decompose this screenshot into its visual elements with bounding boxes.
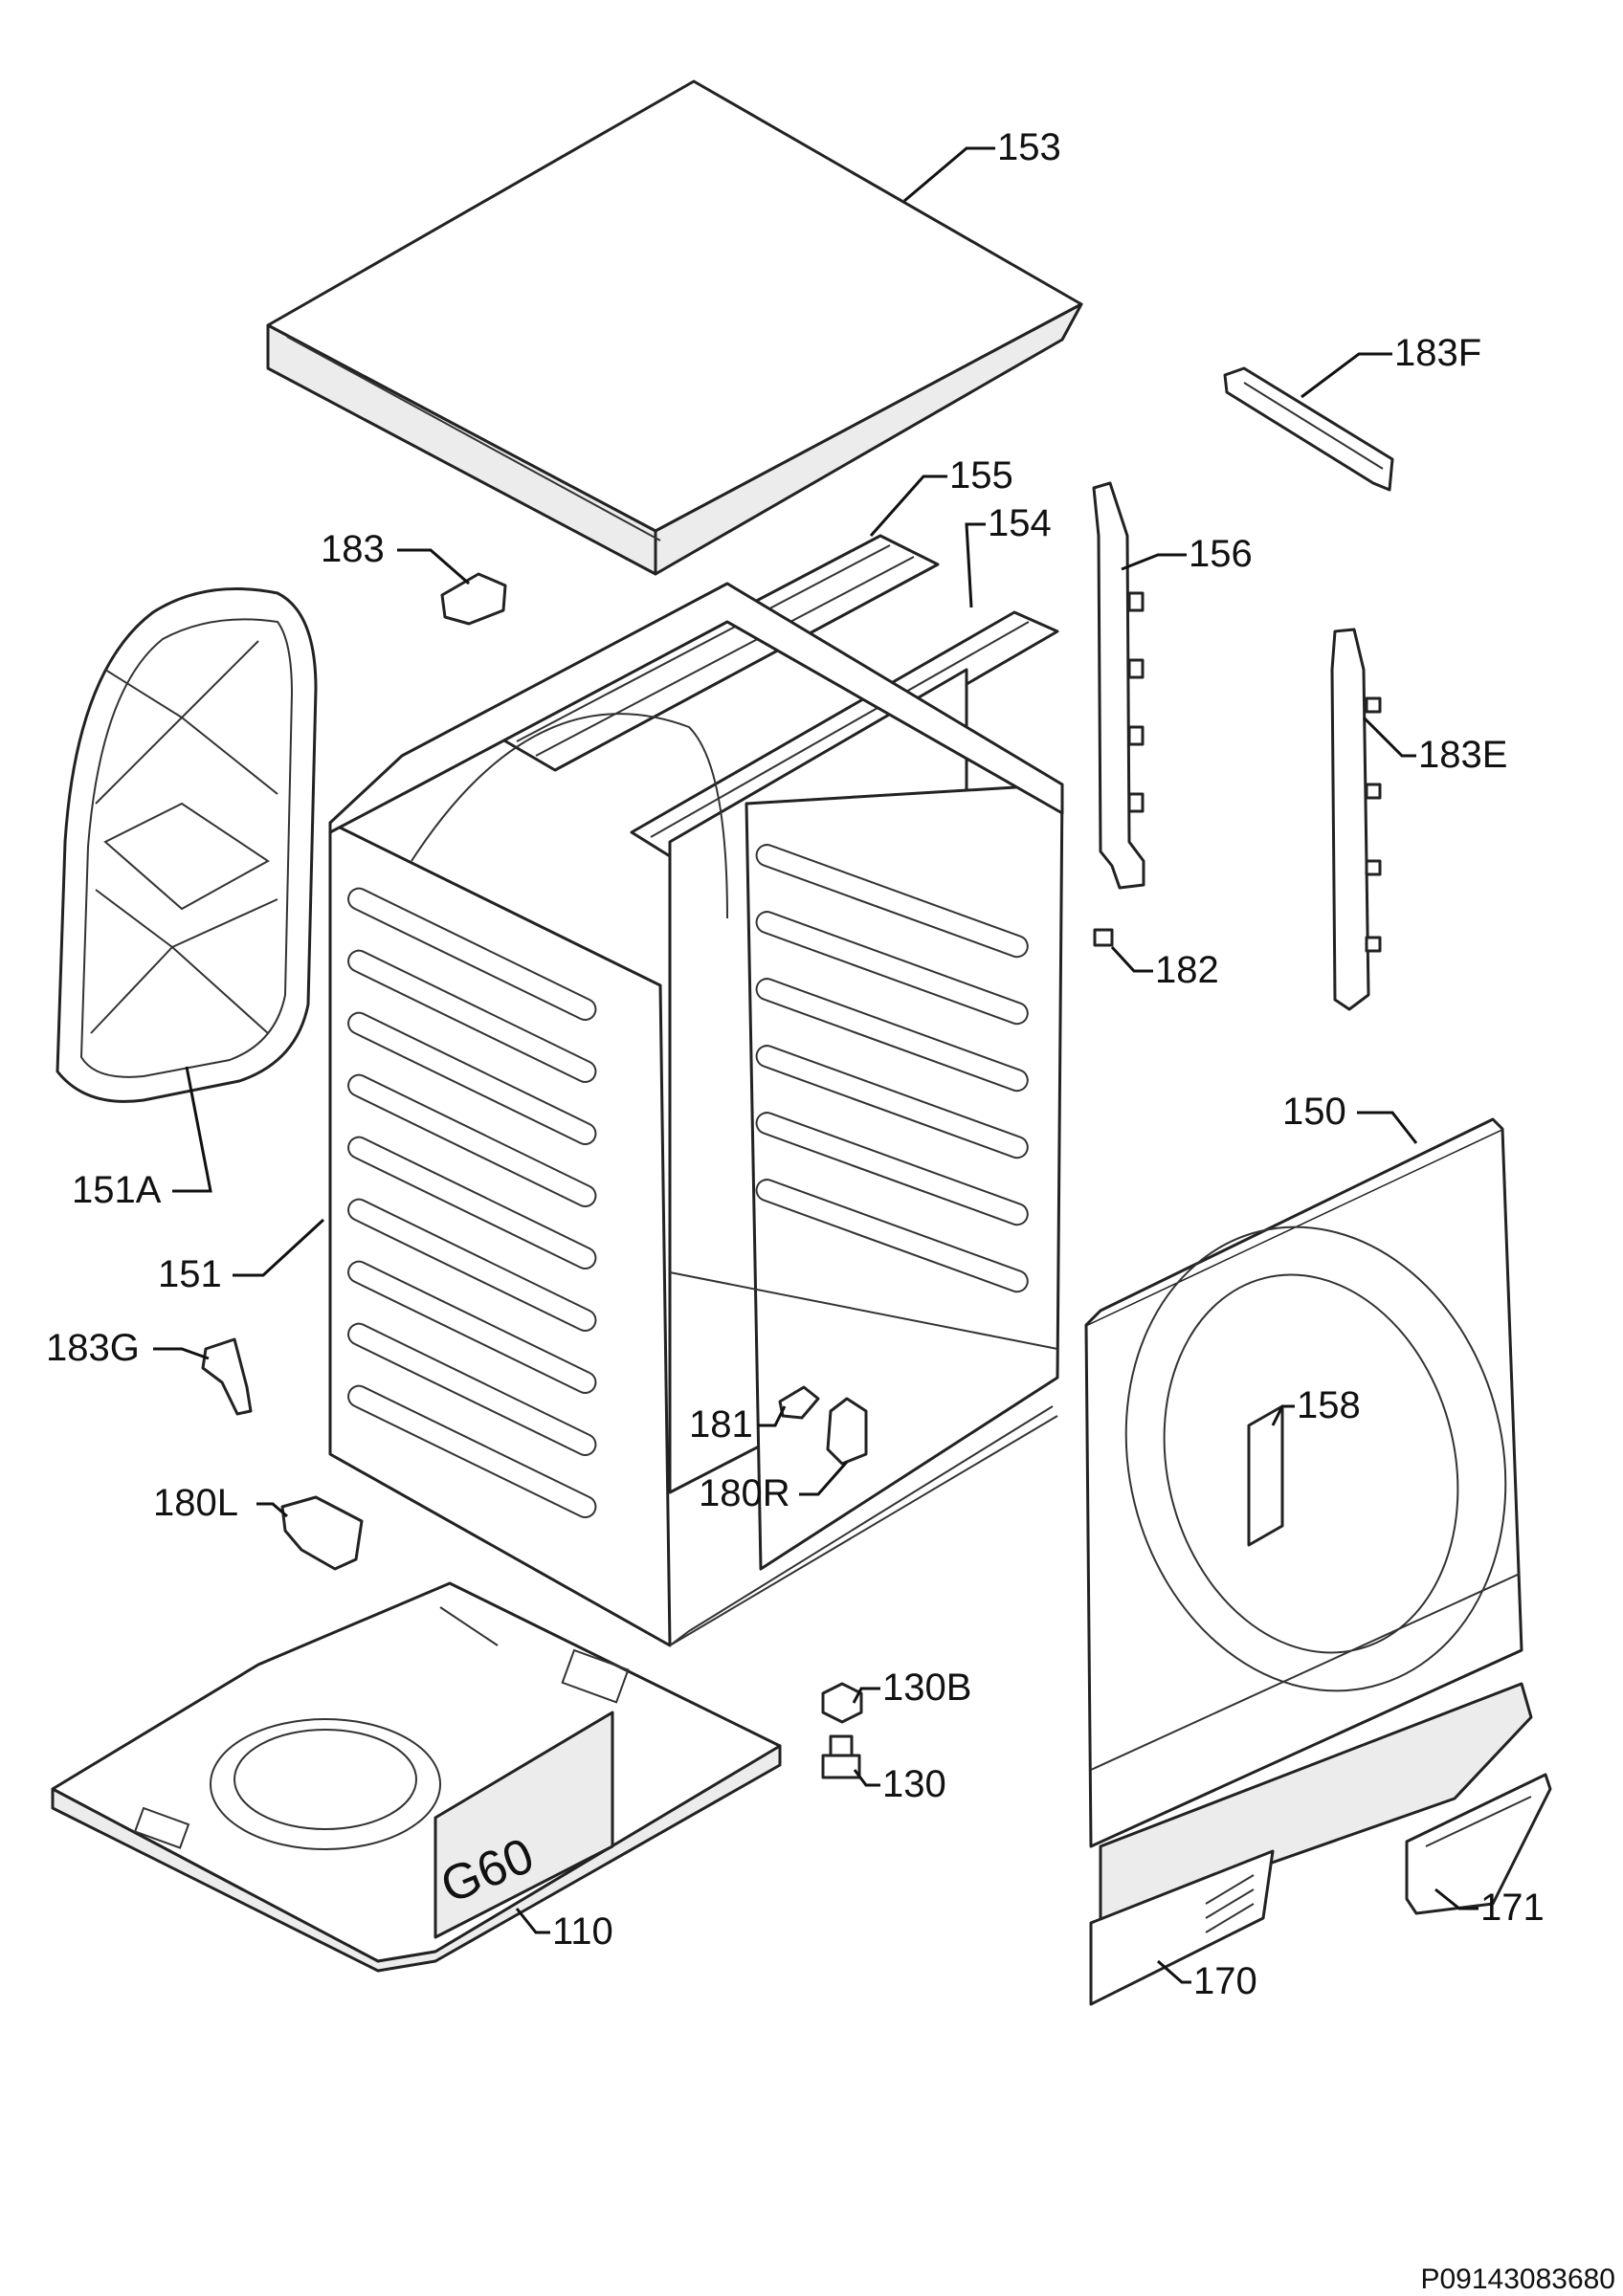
part-170-kick-plate (1089, 1682, 1533, 2006)
label-130: 130 (882, 1763, 946, 1805)
part-150-front-panel (1084, 1117, 1523, 1848)
part-182-clip (1093, 928, 1114, 947)
label-150: 150 (1282, 1091, 1346, 1133)
label-158: 158 (1297, 1384, 1361, 1426)
part-180R-hinge (826, 1397, 868, 1466)
leader-lines (153, 146, 1478, 1984)
part-183E-bracket (1330, 628, 1382, 1011)
part-110-base-tray (51, 1581, 782, 1973)
label-154: 154 (988, 502, 1052, 544)
label-151A: 151A (72, 1169, 162, 1211)
part-labels: 153 183F 155 154 156 183 183E 182 150 15… (46, 126, 1545, 2002)
label-156: 156 (1189, 533, 1253, 575)
label-181: 181 (689, 1403, 753, 1446)
part-183-clip (440, 572, 507, 626)
label-130B: 130B (882, 1667, 971, 1709)
label-183E: 183E (1418, 734, 1507, 776)
label-183F: 183F (1394, 332, 1481, 374)
part-171-cover (1405, 1773, 1552, 1915)
part-155-rail (496, 534, 940, 772)
label-183G: 183G (46, 1327, 140, 1369)
label-153: 153 (997, 126, 1061, 168)
drawing-code: P09143083680 (1420, 2263, 1615, 2295)
part-151A-door-frame (56, 587, 318, 1103)
label-183: 183 (321, 528, 385, 570)
label-151: 151 (158, 1253, 222, 1295)
label-170: 170 (1193, 1960, 1257, 2002)
right-panel-ribs (755, 844, 1029, 1293)
part-153-top-cover (266, 79, 1083, 576)
label-180R: 180R (699, 1472, 790, 1514)
label-155: 155 (949, 454, 1013, 497)
part-130B-nut (821, 1682, 863, 1724)
label-110: 110 (552, 1910, 613, 1953)
left-panel-ribs (347, 887, 597, 1519)
part-151-cabinet (328, 582, 1064, 1647)
part-156-side-bracket (1092, 481, 1145, 890)
part-183F-rail (1223, 366, 1394, 492)
label-171: 171 (1480, 1887, 1545, 1929)
part-180L-hinge (280, 1495, 364, 1571)
label-180L: 180L (153, 1482, 238, 1524)
part-183G-clip (201, 1337, 253, 1416)
label-182: 182 (1155, 949, 1219, 991)
